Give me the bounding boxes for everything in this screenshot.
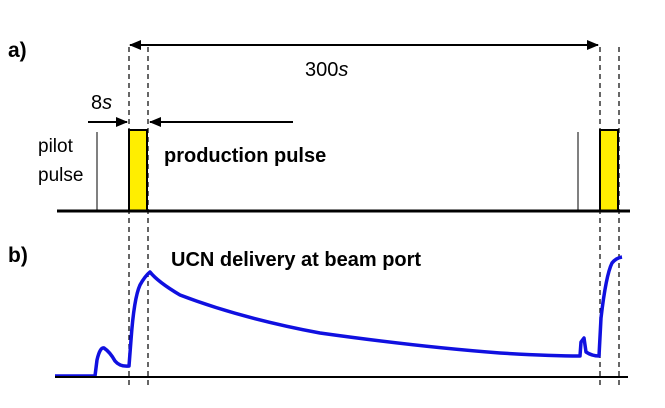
panel-a-label: a): [8, 39, 27, 62]
production-pulse-label: production pulse: [164, 145, 326, 167]
pilot-label-line1: pilot: [38, 136, 74, 157]
production-pulse-left: [128, 129, 148, 212]
guide-lines: [128, 47, 620, 385]
panel-b-label: b): [8, 244, 28, 267]
period-label: 300s: [305, 59, 348, 81]
ucn-curve: [55, 255, 623, 378]
ucn-delivery-label: UCN delivery at beam port: [171, 249, 421, 271]
spacing-label: 8s: [91, 92, 112, 114]
production-pulse-right: [599, 129, 619, 212]
pilot-label-line2: pulse: [38, 165, 83, 186]
